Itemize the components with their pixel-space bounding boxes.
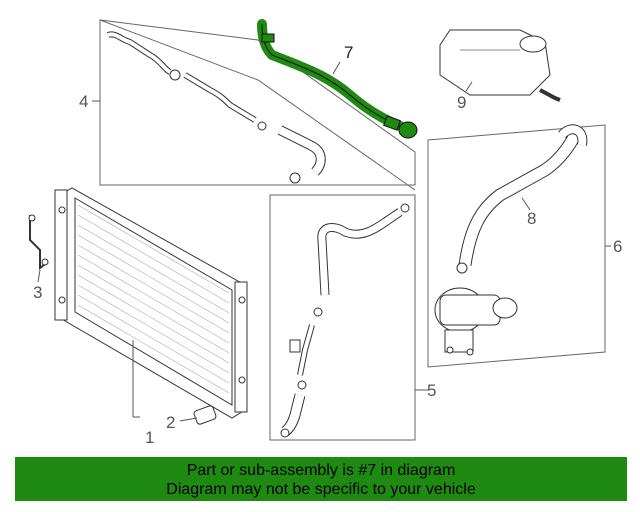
callout-9: 9	[457, 93, 466, 112]
group-4-outline	[99, 19, 416, 191]
group-5-outline	[269, 194, 416, 441]
upper-radiator-hose-7	[257, 19, 418, 139]
leader-lines	[37, 61, 611, 422]
callout-7: 7	[344, 43, 353, 62]
coolant-reservoir-9	[439, 29, 561, 102]
water-pump	[434, 287, 518, 356]
radiator	[54, 187, 248, 419]
drain-plug-2	[193, 405, 217, 425]
callout-5: 5	[427, 381, 436, 400]
group-6-outline	[427, 124, 606, 368]
banner-line-2: Diagram may not be specific to your vehi…	[166, 481, 476, 498]
callout-8: 8	[527, 209, 536, 228]
hose-assembly-5	[280, 203, 410, 438]
banner-line-1: Part or sub-assembly is #7 in diagram	[186, 462, 456, 479]
callout-2: 2	[166, 413, 175, 432]
callout-1: 1	[145, 428, 154, 447]
callout-4: 4	[79, 92, 88, 111]
part-info-banner: Part or sub-assembly is #7 in diagram Di…	[15, 457, 627, 501]
hose-assembly-4	[106, 31, 326, 184]
bracket-3	[28, 214, 49, 270]
callout-3: 3	[33, 283, 42, 302]
hose-assembly-8	[456, 124, 588, 274]
callout-6: 6	[613, 237, 622, 256]
